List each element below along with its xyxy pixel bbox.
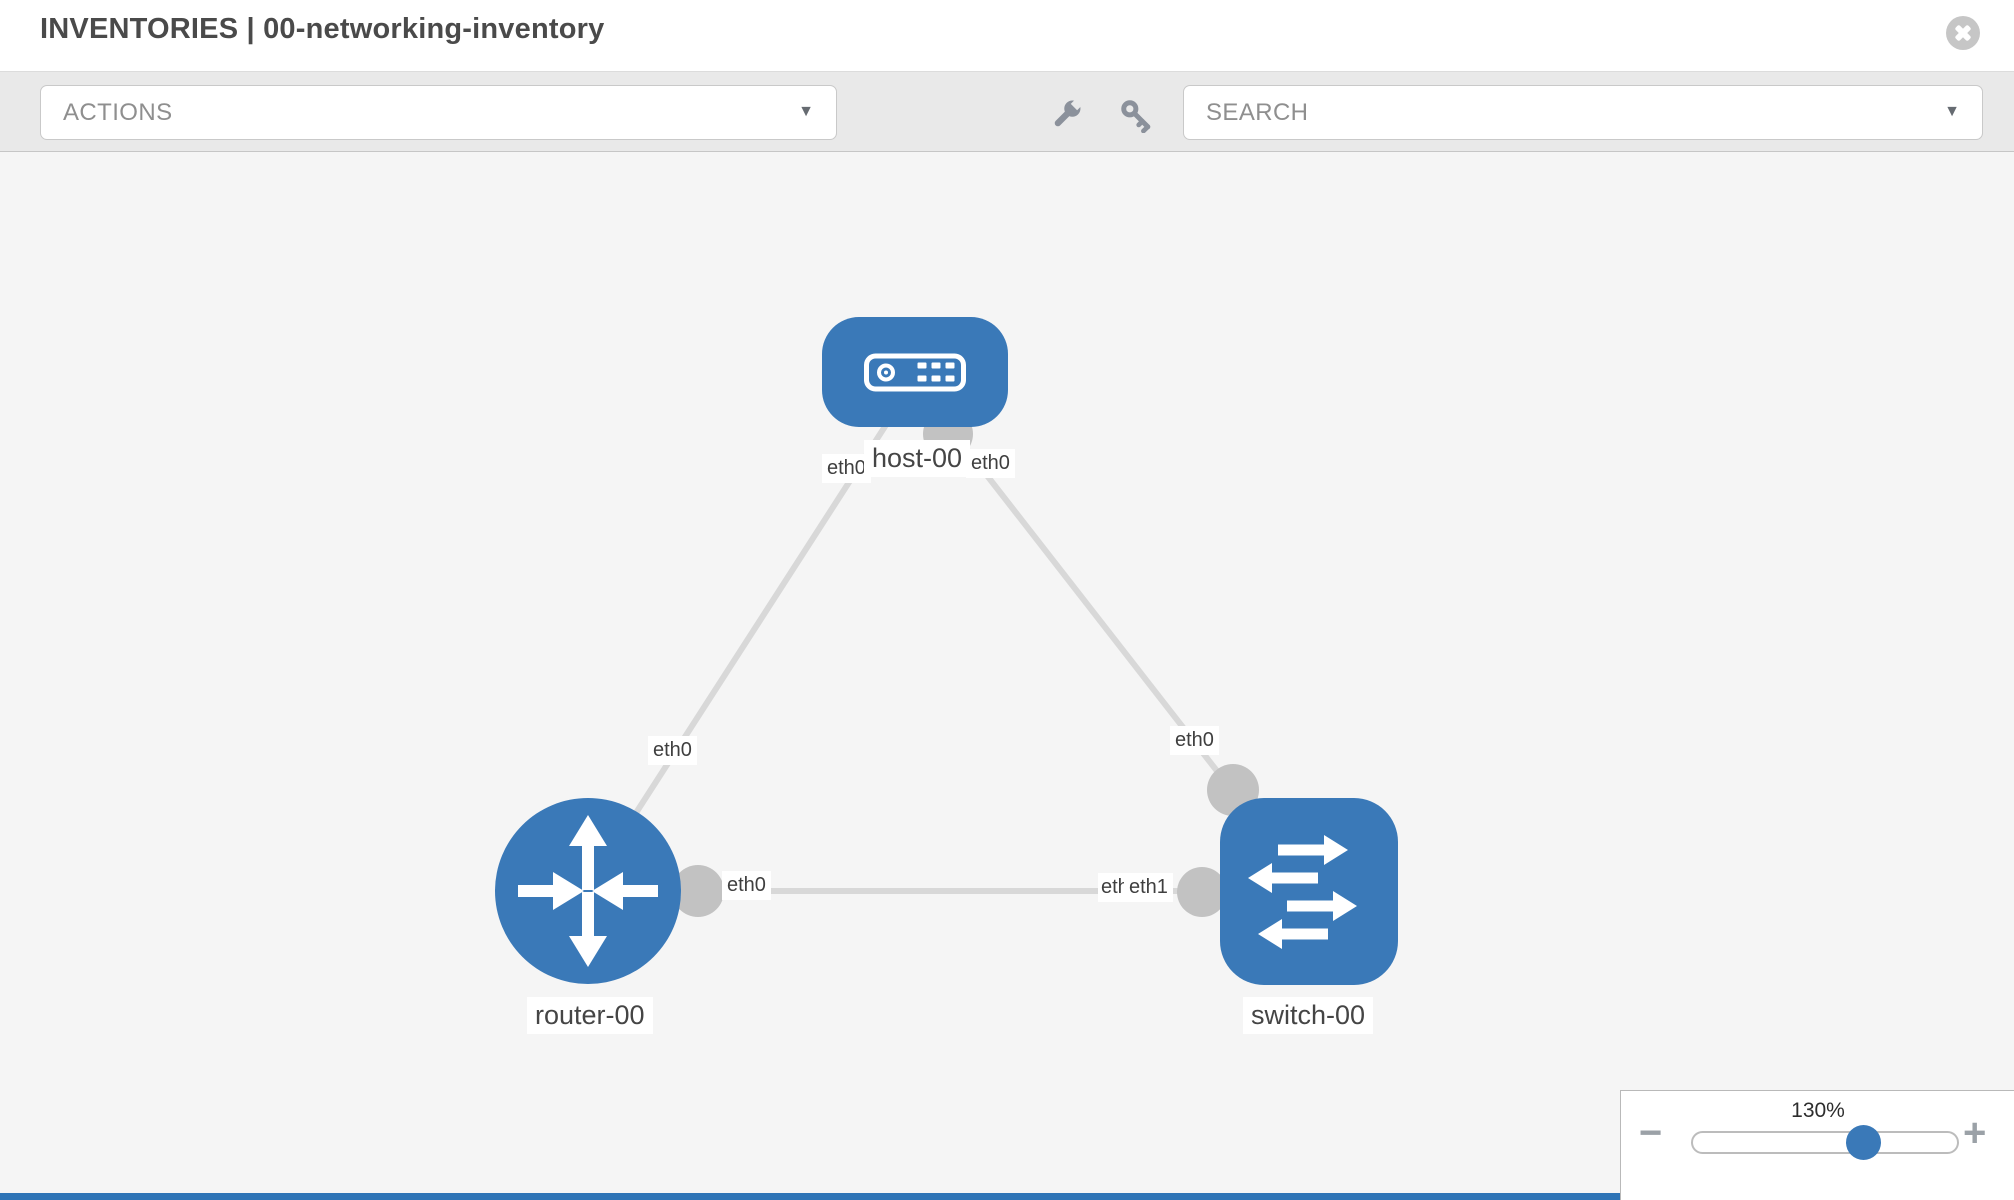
zoom-panel: 130% − + [1620, 1090, 2014, 1200]
search-input-placeholder: SEARCH [1206, 99, 1309, 126]
key-button[interactable] [1118, 97, 1154, 134]
wrench-icon [1054, 98, 1083, 127]
connector-router-right [672, 865, 724, 917]
key-icon [1121, 100, 1151, 134]
actions-dropdown-label: ACTIONS [63, 99, 173, 126]
iface-label: eth0 [1101, 876, 1125, 898]
iface-label: eth0 [648, 736, 697, 765]
router-arrows-icon [518, 815, 658, 967]
header: INVENTORIES | 00-networking-inventory [0, 0, 2014, 72]
iface-label: eth0 [822, 454, 871, 483]
toolbar: ACTIONS ▼ SEARCH ▼ [0, 72, 2014, 152]
zoom-out-button[interactable]: − [1639, 1111, 1663, 1155]
node-host-00[interactable] [822, 317, 1008, 427]
host-server-icon [864, 353, 966, 392]
page-title: INVENTORIES | 00-networking-inventory [40, 13, 605, 45]
zoom-slider-thumb[interactable] [1846, 1125, 1881, 1160]
zoom-level: 130% [1791, 1099, 1845, 1122]
node-router-00[interactable] [495, 798, 681, 984]
bottom-accent-strip [0, 1193, 1620, 1200]
chevron-down-icon: ▼ [1944, 103, 1960, 120]
zoom-in-button[interactable]: + [1963, 1111, 1987, 1155]
topology-svg [495, 317, 1398, 985]
wrench-button[interactable] [1048, 97, 1084, 133]
iface-label-occluded: eth0 [1098, 873, 1125, 902]
node-label-host: host-00 [864, 440, 971, 477]
node-label-router: router-00 [527, 997, 653, 1034]
node-switch-00[interactable] [1220, 798, 1398, 985]
chevron-down-icon: ▼ [798, 103, 814, 120]
iface-label: eth0 [722, 871, 771, 900]
search-dropdown[interactable]: SEARCH ▼ [1183, 85, 1983, 140]
actions-dropdown[interactable]: ACTIONS ▼ [40, 85, 837, 140]
iface-label: eth1 [1124, 873, 1173, 902]
switch-arrows-icon [1248, 835, 1357, 949]
node-label-switch: switch-00 [1243, 997, 1374, 1034]
iface-label: eth0 [1170, 726, 1219, 755]
connector-switch-left [1177, 867, 1227, 917]
topology-canvas[interactable]: eth0 eth0 eth0 eth0 eth0 eth0 eth1 host-… [0, 152, 2014, 1200]
close-button[interactable] [1946, 16, 1980, 50]
iface-label: eth0 [966, 449, 1015, 478]
zoom-slider-track[interactable] [1691, 1131, 1959, 1154]
